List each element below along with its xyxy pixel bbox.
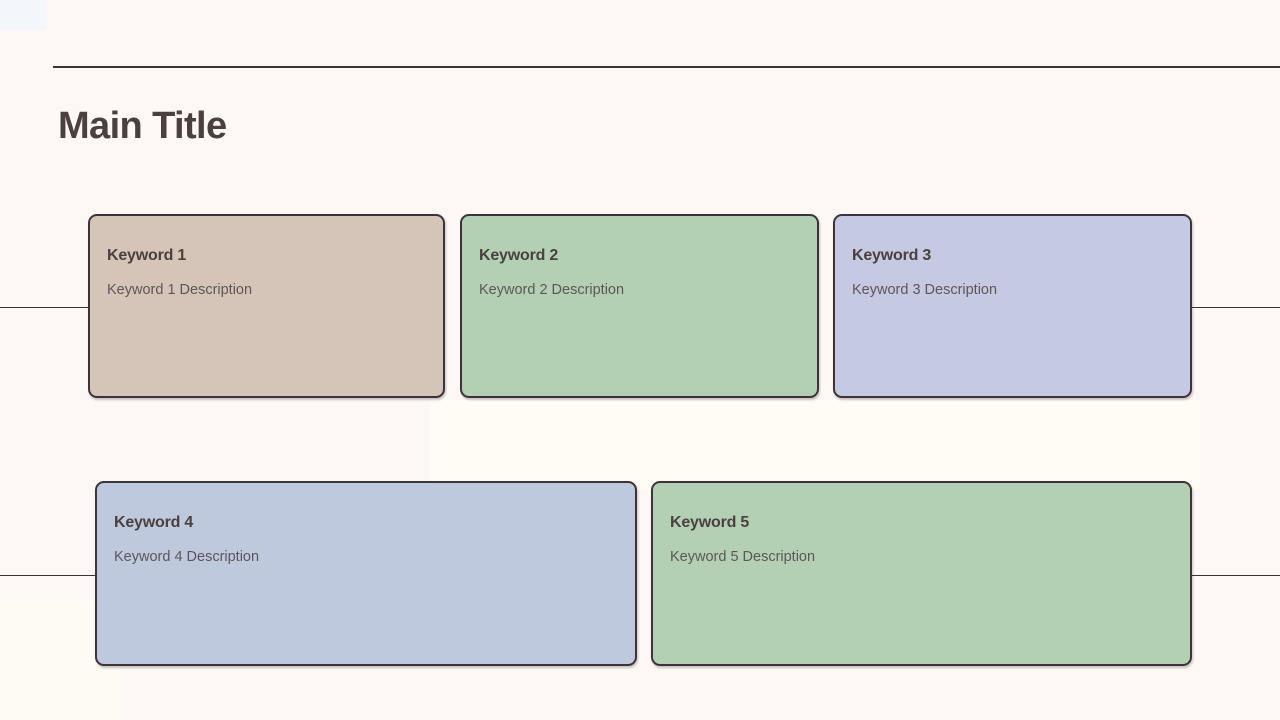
row1-guide-rule-right [1192, 307, 1280, 308]
keyword-card-3[interactable]: Keyword 3 Keyword 3 Description [833, 214, 1192, 398]
row1-guide-rule-left [0, 307, 89, 308]
keyword-card-5-title: Keyword 5 [670, 514, 750, 531]
keyword-card-3-description: Keyword 3 Description [852, 282, 998, 298]
row2-guide-rule-right [1192, 575, 1280, 576]
keyword-card-1[interactable]: Keyword 1 Keyword 1 Description [88, 214, 445, 398]
keyword-card-4-title: Keyword 4 [114, 514, 194, 531]
background-wash-upper [430, 400, 1200, 490]
keyword-card-4[interactable]: Keyword 4 Keyword 4 Description [95, 481, 637, 666]
keyword-card-4-description: Keyword 4 Description [114, 549, 260, 565]
keyword-card-3-title: Keyword 3 [852, 247, 932, 264]
keyword-card-5-description: Keyword 5 Description [670, 549, 816, 565]
keyword-card-1-description: Keyword 1 Description [107, 282, 253, 298]
keyword-card-5[interactable]: Keyword 5 Keyword 5 Description [651, 481, 1192, 666]
corner-tint-artifact [0, 0, 46, 30]
keyword-card-2-title: Keyword 2 [479, 247, 559, 264]
keyword-card-2[interactable]: Keyword 2 Keyword 2 Description [460, 214, 819, 398]
row2-guide-rule-left [0, 575, 96, 576]
keyword-card-1-title: Keyword 1 [107, 247, 187, 264]
header-divider-rule [53, 66, 1280, 68]
page-title: Main Title [58, 105, 227, 147]
keyword-card-2-description: Keyword 2 Description [479, 282, 625, 298]
